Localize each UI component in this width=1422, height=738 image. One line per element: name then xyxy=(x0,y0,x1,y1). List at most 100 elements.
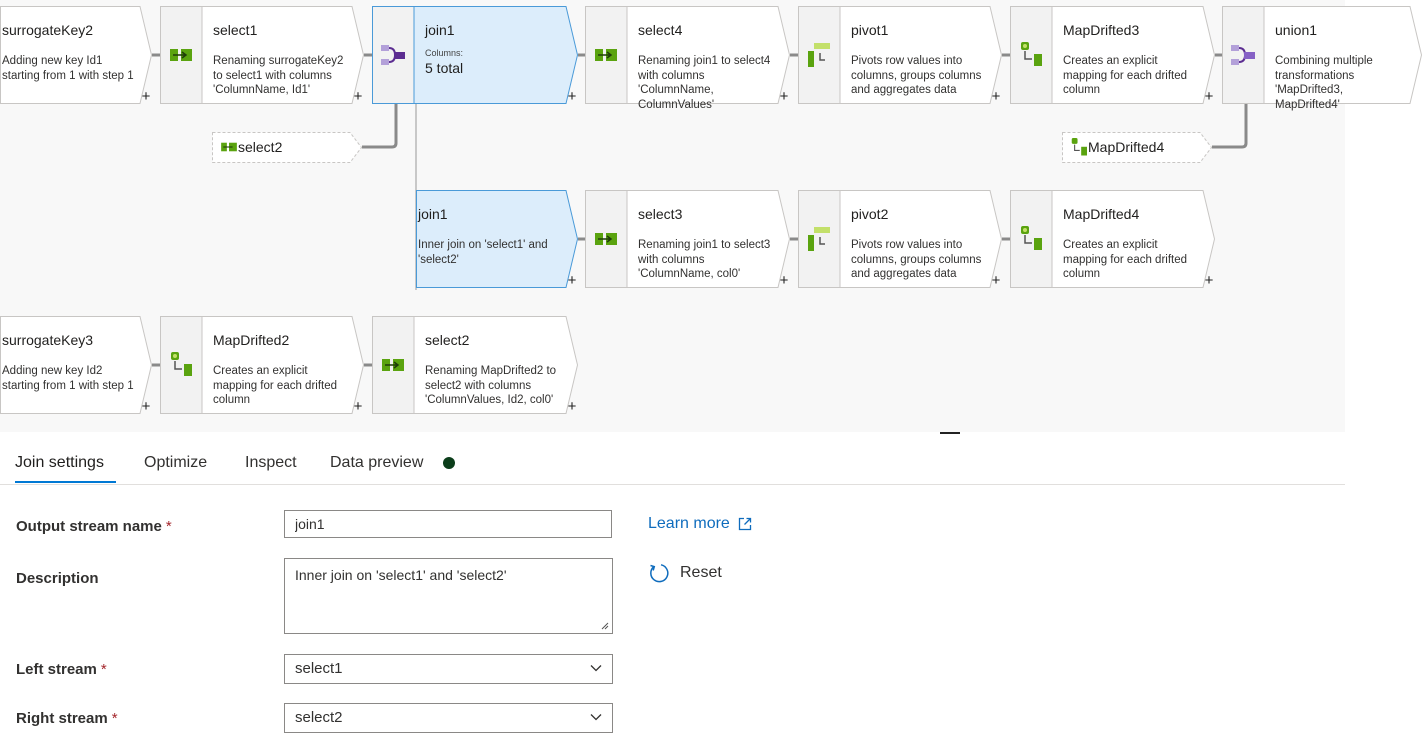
add-transform-icon[interactable]: + xyxy=(141,398,151,415)
node-description: Combining multiple transformations 'MapD… xyxy=(1275,55,1373,111)
add-transform-icon[interactable]: + xyxy=(1204,88,1214,105)
node-title: pivot1 xyxy=(851,22,889,38)
left-stream-select[interactable]: select1 xyxy=(284,654,613,684)
node-title: join1 xyxy=(418,206,448,222)
add-transform-icon[interactable]: + xyxy=(779,88,789,105)
add-transform-icon[interactable]: + xyxy=(353,88,363,105)
pivot-transform-icon xyxy=(798,6,840,104)
node-title: MapDrifted3 xyxy=(1063,22,1140,38)
add-transform-icon[interactable]: + xyxy=(567,398,577,415)
description-textarea[interactable]: Inner join on 'select1' and 'select2' xyxy=(284,558,613,634)
node-shape xyxy=(372,316,579,414)
union-transform-icon xyxy=(1222,6,1264,104)
add-transform-icon[interactable]: + xyxy=(141,88,151,105)
settings-panel: Join settings Optimize Inspect Data prev… xyxy=(0,434,1345,738)
node-description: Renaming join1 to select3 with columns '… xyxy=(638,239,771,280)
select-transform-icon xyxy=(160,6,202,104)
add-transform-icon[interactable]: + xyxy=(991,88,1001,105)
node-title: pivot2 xyxy=(851,206,889,222)
node-description: Inner join on 'select1' and 'select2' xyxy=(418,239,548,266)
node-description: Pivots row values into columns, groups c… xyxy=(851,55,982,96)
right-stream-label: Right stream* xyxy=(16,710,118,727)
right-stream-select[interactable]: select2 xyxy=(284,703,613,733)
map-transform-icon xyxy=(1010,190,1052,288)
node-columns-label: Columns: xyxy=(425,48,464,58)
tab-bar: Join settings Optimize Inspect Data prev… xyxy=(0,434,1345,485)
tab-data-preview[interactable]: Data preview xyxy=(330,454,424,471)
panel-resize-handle[interactable] xyxy=(940,432,960,434)
node-shape xyxy=(1010,190,1216,288)
resize-grip-icon[interactable] xyxy=(599,620,609,630)
select-transform-icon xyxy=(585,6,627,104)
map-transform-icon xyxy=(1010,6,1052,104)
node-title: surrogateKey3 xyxy=(2,332,94,348)
add-transform-icon[interactable]: + xyxy=(991,272,1001,289)
reference-label: MapDrifted4 xyxy=(1088,139,1165,155)
node-description: Adding new key Id2 starting from 1 with … xyxy=(2,365,134,392)
node-shape xyxy=(1222,6,1422,104)
reference-shape xyxy=(1062,132,1213,163)
left-stream-label: Left stream* xyxy=(16,661,107,678)
node-title: MapDrifted4 xyxy=(1063,206,1140,222)
node-shape xyxy=(1010,6,1216,104)
description-label: Description xyxy=(16,570,99,587)
learn-more-link[interactable]: Learn more xyxy=(648,515,753,533)
tab-inspect[interactable]: Inspect xyxy=(245,454,297,471)
add-transform-icon[interactable]: + xyxy=(353,398,363,415)
add-transform-icon[interactable]: + xyxy=(567,272,577,289)
node-description: Renaming join1 to select4 with columns '… xyxy=(638,55,771,111)
node-shape xyxy=(372,6,579,104)
node-description: Pivots row values into columns, groups c… xyxy=(851,239,982,280)
tab-optimize[interactable]: Optimize xyxy=(144,454,208,471)
ref-select2[interactable]: select2 xyxy=(212,132,363,163)
node-title: select2 xyxy=(425,332,470,348)
output-stream-label: Output stream name* xyxy=(16,518,172,535)
reference-shape xyxy=(212,132,363,163)
tab-join-settings[interactable]: Join settings xyxy=(15,454,104,471)
ref-MapDrifted4[interactable]: MapDrifted4 xyxy=(1062,132,1213,163)
chevron-down-icon xyxy=(590,714,602,721)
node-description: Renaming MapDrifted2 to select2 with col… xyxy=(425,365,557,406)
node-title: MapDrifted2 xyxy=(213,332,290,348)
reset-button[interactable]: Reset xyxy=(648,562,722,584)
node-columns-count: 5 total xyxy=(425,60,464,76)
output-stream-input[interactable] xyxy=(284,510,612,538)
status-dot-icon xyxy=(443,457,455,469)
add-transform-icon[interactable]: + xyxy=(779,272,789,289)
map-transform-icon xyxy=(160,316,202,414)
add-transform-icon[interactable]: + xyxy=(1204,272,1214,289)
add-transform-icon[interactable]: + xyxy=(567,88,577,105)
node-description: Renaming surrogateKey2 to select1 with c… xyxy=(213,55,344,96)
select-transform-icon xyxy=(372,316,414,414)
external-link-icon xyxy=(738,517,751,531)
node-description: Creates an explicit mapping for each dri… xyxy=(1063,55,1188,96)
node-title: select4 xyxy=(638,22,683,38)
